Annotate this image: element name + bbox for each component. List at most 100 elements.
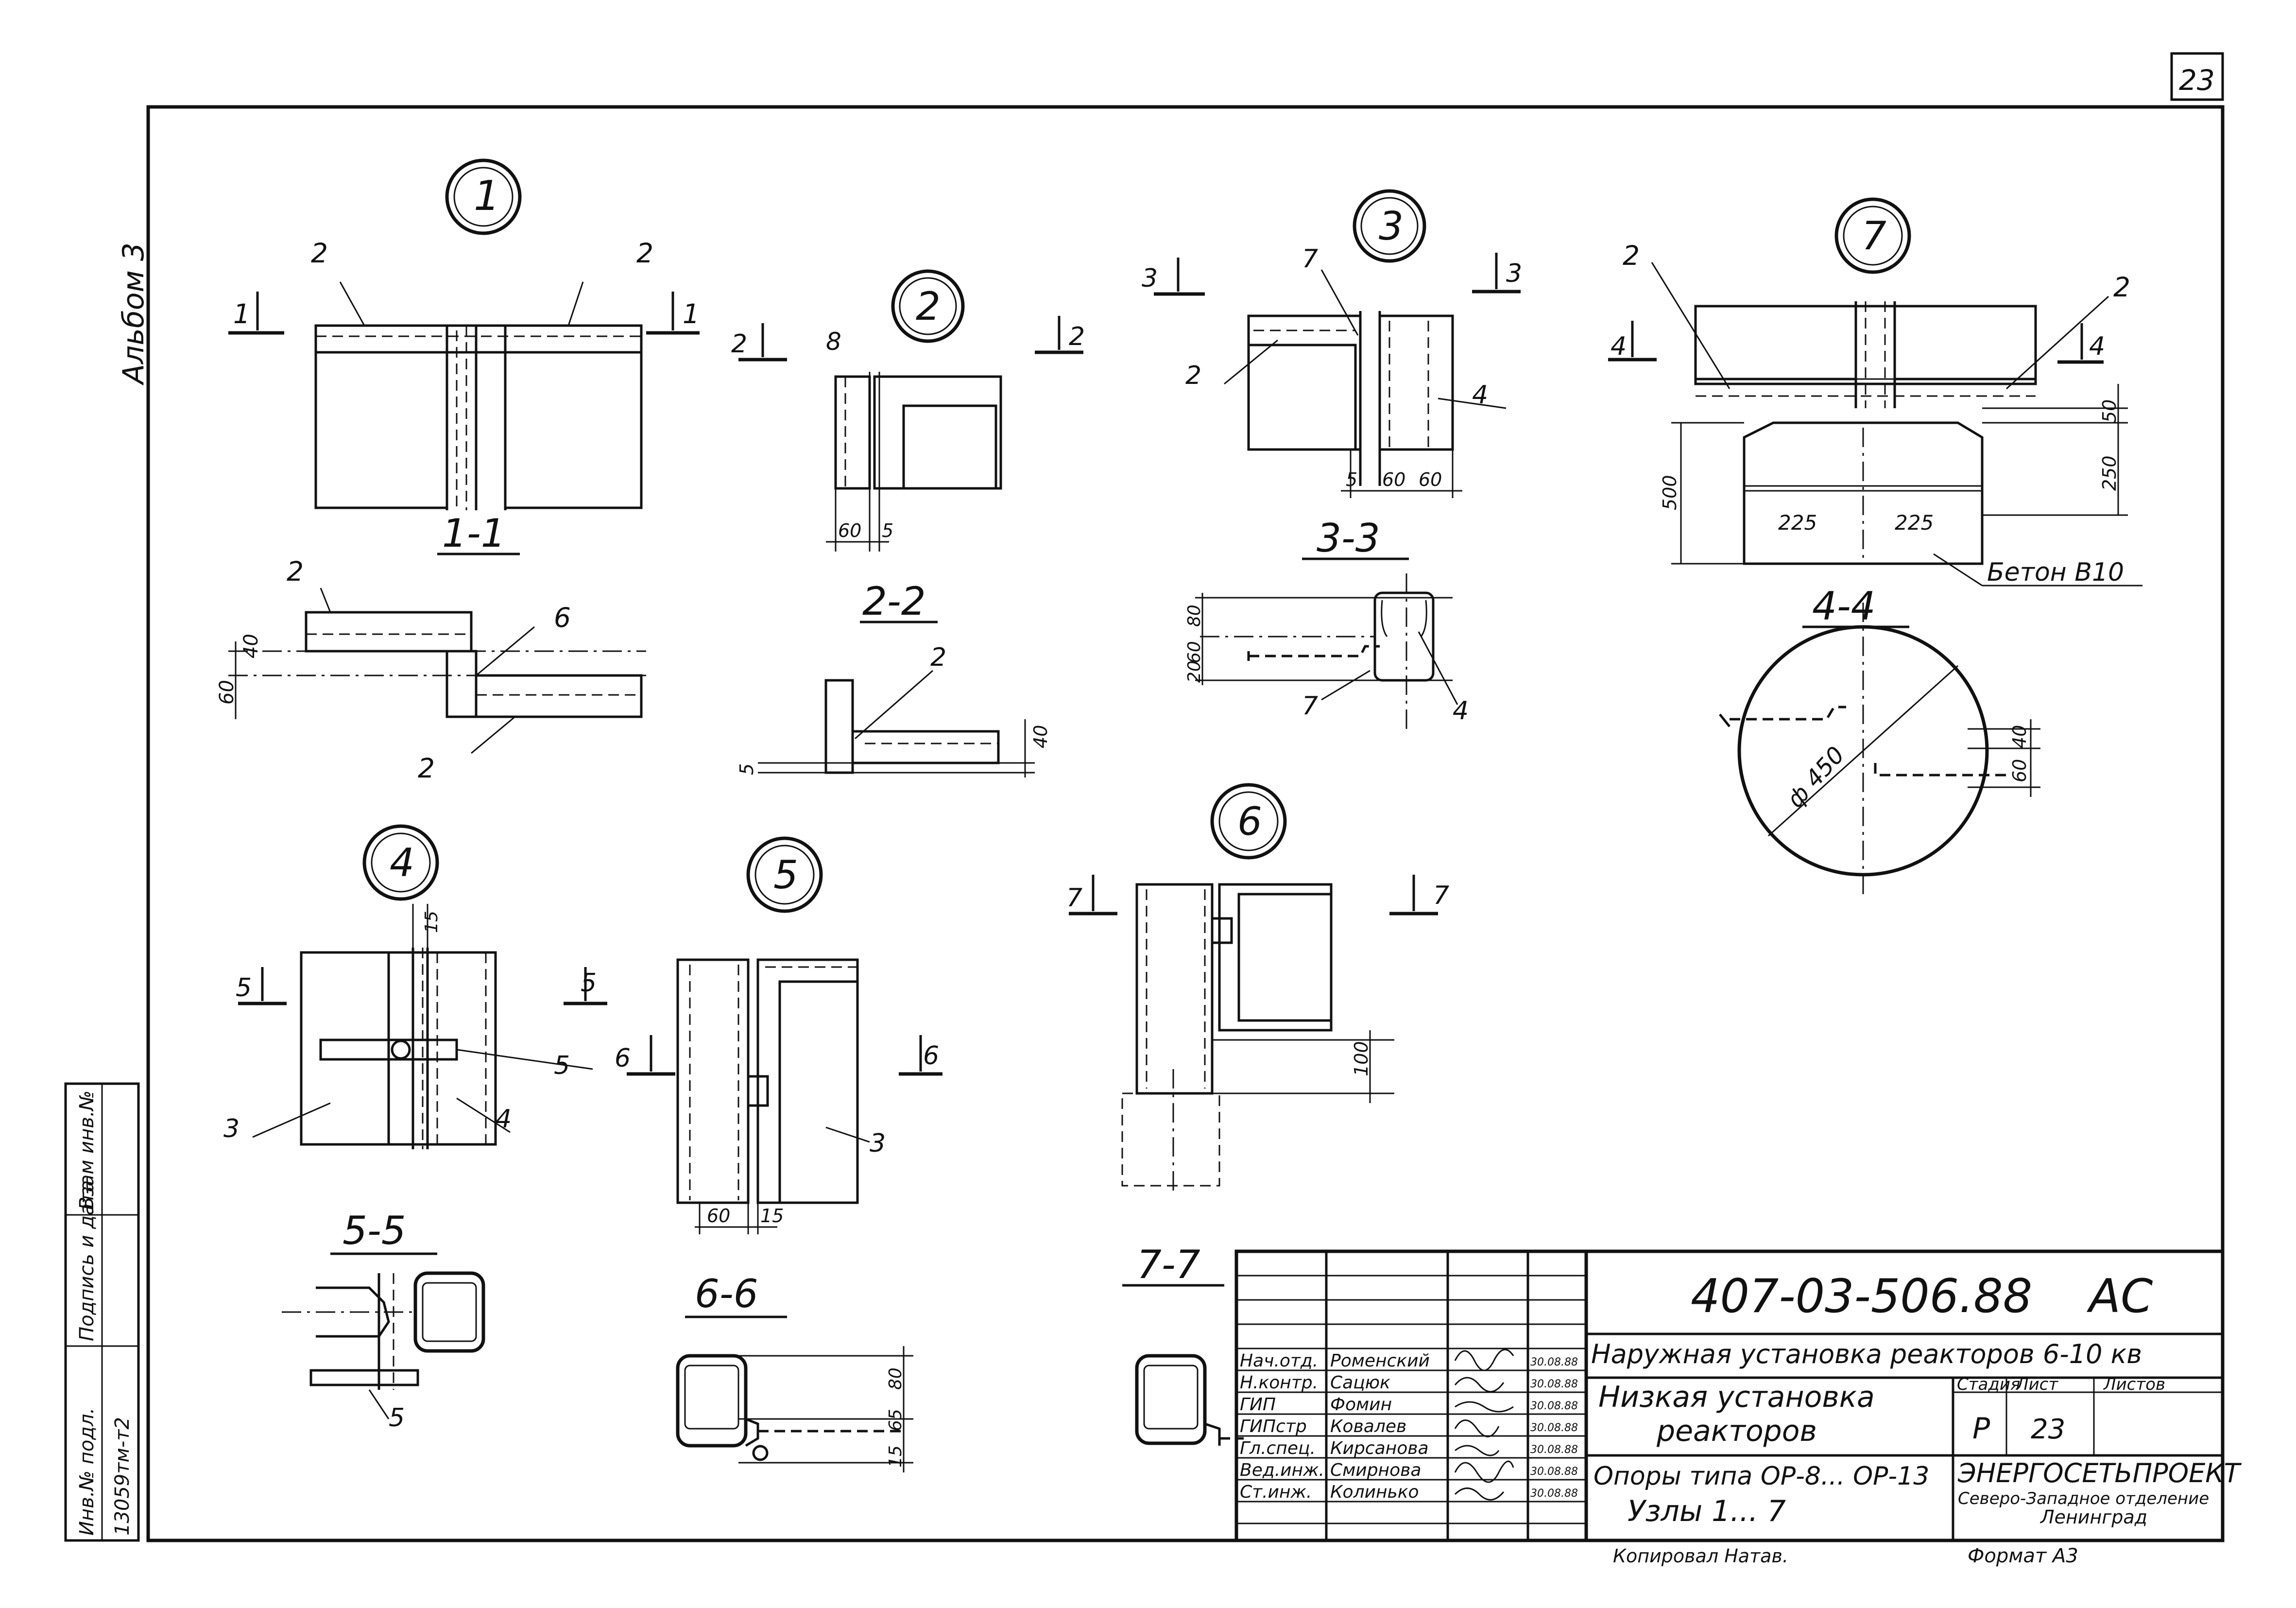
label-d1-2c: 2 bbox=[287, 556, 304, 587]
dim-d5-60: 60 bbox=[707, 1205, 730, 1227]
copied-by: Копировал Натав. bbox=[1613, 1545, 1788, 1567]
cut-3-right: 3 bbox=[1506, 259, 1522, 288]
section-4-4: 4-4 bbox=[1812, 584, 1876, 629]
label-d2-8: 8 bbox=[826, 328, 841, 356]
detail-1: 1 1 1 2 2 1-1 40 60 2 bbox=[216, 158, 700, 784]
detail-7: 7 4 4 2 2 50 250 500 225 225 bbox=[1608, 197, 2142, 899]
cut-4-right: 4 bbox=[2089, 332, 2105, 361]
signer-name: Сацюк bbox=[1330, 1373, 1390, 1393]
label-d1-2a: 2 bbox=[311, 238, 328, 269]
detail-7-number: 7 bbox=[1862, 213, 1886, 259]
dim-d7-500: 500 bbox=[1659, 475, 1680, 510]
detail-3-marker bbox=[1353, 189, 1426, 263]
cut-5-left: 5 bbox=[236, 973, 252, 1003]
signer-date: 30.08.88 bbox=[1530, 1400, 1578, 1412]
detail-6-number: 6 bbox=[1237, 799, 1262, 844]
cut-4-left: 4 bbox=[1611, 332, 1627, 361]
section-1-1: 1-1 bbox=[442, 511, 506, 556]
sheet-value: 23 bbox=[2031, 1414, 2065, 1445]
signer-date: 30.08.88 bbox=[1530, 1466, 1578, 1478]
cut-6-left: 6 bbox=[615, 1044, 631, 1073]
dim-d5-15: 15 bbox=[760, 1205, 784, 1227]
signer-name: Колинько bbox=[1330, 1482, 1419, 1502]
org-city: Ленинград bbox=[2039, 1506, 2147, 1528]
dim-d7-225b: 225 bbox=[1895, 511, 1934, 535]
section-6-6: 6-6 bbox=[695, 1271, 758, 1316]
detail-1-number: 1 bbox=[474, 172, 500, 220]
section-3-3: 3-3 bbox=[1317, 516, 1380, 561]
doc-code: 407-03-506.88 bbox=[1691, 1270, 2032, 1323]
detail-2: 2 2 2 8 60 5 2-2 2 40 5 bbox=[731, 269, 1085, 778]
label-d3-7b: 7 bbox=[1302, 692, 1318, 721]
dim-d4-15: 15 bbox=[422, 911, 442, 933]
dim-d3-60a: 60 bbox=[1382, 469, 1405, 490]
signer-role: Нач.отд. bbox=[1240, 1351, 1318, 1371]
signer-date: 30.08.88 bbox=[1530, 1444, 1578, 1456]
dim-d6-100: 100 bbox=[1351, 1041, 1372, 1076]
dim-d2-60: 60 bbox=[838, 520, 861, 541]
signer-role: Н.контр. bbox=[1240, 1373, 1318, 1393]
signer-row: Ст.инж. Колинько 30.08.88 bbox=[1240, 1482, 1578, 1502]
corner-sheet-number: 23 bbox=[2179, 64, 2215, 97]
signer-role: Ст.инж. bbox=[1240, 1482, 1312, 1502]
signer-row: ГИП Фомин 30.08.88 bbox=[1240, 1395, 1578, 1415]
doc-suffix: АС bbox=[2086, 1270, 2153, 1323]
signer-role: ГИПстр bbox=[1240, 1417, 1307, 1436]
section-2-2: 2-2 bbox=[862, 579, 926, 624]
drawing-title-2: реакторов bbox=[1656, 1414, 1817, 1448]
signer-row: Вед.инж. Смирнова 30.08.88 bbox=[1240, 1460, 1578, 1480]
dim-d3-80: 80 bbox=[1184, 605, 1204, 627]
signer-role: ГИП bbox=[1240, 1395, 1276, 1415]
label-d7-2a: 2 bbox=[1623, 240, 1640, 271]
cut-7-right: 7 bbox=[1433, 881, 1449, 910]
org-branch: Северо-Западное отделение bbox=[1958, 1489, 2209, 1508]
detail-5-number: 5 bbox=[773, 852, 798, 898]
signer-role: Гл.спец. bbox=[1240, 1438, 1316, 1458]
dim-d3-60b: 60 bbox=[1419, 469, 1442, 490]
detail-6: 6 7 7 100 7-7 bbox=[1066, 783, 1449, 1446]
detail-5-marker bbox=[746, 836, 823, 913]
signature-scribble bbox=[1454, 1349, 1514, 1501]
label-d4-4: 4 bbox=[496, 1105, 512, 1134]
label-d3-7: 7 bbox=[1302, 244, 1318, 274]
album-label: Альбом 3 bbox=[117, 242, 151, 386]
label-d3-2: 2 bbox=[1185, 361, 1201, 390]
sheet-title-2: Узлы 1... 7 bbox=[1628, 1494, 1786, 1528]
signer-date: 30.08.88 bbox=[1530, 1378, 1578, 1390]
dim-d7-250: 250 bbox=[2099, 455, 2120, 491]
dim-d3-20: 20 bbox=[1184, 660, 1204, 683]
cut-5-right: 5 bbox=[581, 968, 597, 998]
dim-d7-40: 40 bbox=[2009, 725, 2030, 748]
signer-row: Нач.отд. Роменский 30.08.88 bbox=[1240, 1351, 1578, 1371]
title-block: Нач.отд. Роменский 30.08.88 Н.контр. Сац… bbox=[1234, 1249, 2242, 1567]
label-d4-5: 5 bbox=[554, 1051, 570, 1080]
label-d5-3: 3 bbox=[870, 1129, 886, 1158]
detail-4-marker bbox=[362, 824, 439, 901]
concrete-label: Бетон В10 bbox=[1987, 558, 2124, 587]
side-inv-value: 13059тм-т2 bbox=[111, 1417, 134, 1536]
sheet-frame bbox=[146, 105, 2225, 1542]
signer-name: Ковалев bbox=[1330, 1417, 1406, 1436]
cut-1-right: 1 bbox=[683, 298, 700, 329]
dim-d3-5: 5 bbox=[1346, 469, 1357, 490]
label-d3-4b: 4 bbox=[1453, 696, 1469, 726]
signer-row: Н.контр. Сацюк 30.08.88 bbox=[1240, 1373, 1578, 1393]
dim-d5-80: 80 bbox=[886, 1367, 906, 1390]
signer-row: Гл.спец. Кирсанова 30.08.88 bbox=[1240, 1438, 1578, 1458]
label-d1-2d: 2 bbox=[418, 753, 435, 784]
detail-7-marker bbox=[1834, 197, 1911, 274]
signer-name: Фомин bbox=[1330, 1395, 1392, 1415]
dim-d7-60: 60 bbox=[2009, 759, 2030, 782]
dim-d1-60: 60 bbox=[216, 680, 238, 705]
dim-d2-40: 40 bbox=[1030, 725, 1051, 748]
dim-d7-50: 50 bbox=[2099, 399, 2120, 423]
sheet-title-1: Опоры типа ОР-8... ОР-13 bbox=[1593, 1462, 1929, 1491]
detail-4: 4 5 5 15 5 3 4 5-5 5 bbox=[223, 824, 607, 1433]
stage-header: Стадия bbox=[1957, 1375, 2020, 1394]
detail-1-marker bbox=[445, 158, 522, 235]
label-d3-4: 4 bbox=[1472, 380, 1488, 410]
dim-d5-65: 65 bbox=[886, 1409, 906, 1431]
cut-1-left: 1 bbox=[233, 298, 250, 329]
format: Формат А3 bbox=[1968, 1545, 2078, 1567]
